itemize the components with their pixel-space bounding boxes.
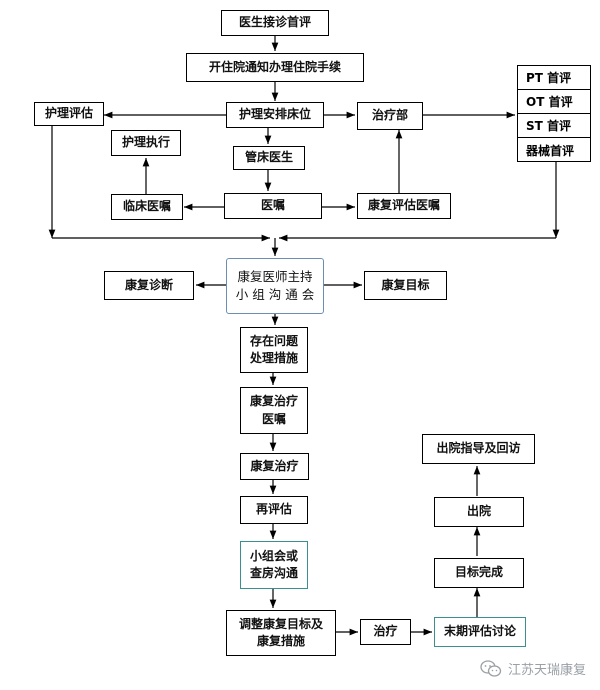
node-reassessment: 再评估 (240, 496, 308, 524)
node-rehab-eval-orders: 康复评估医嘱 (357, 193, 451, 219)
node-doctor-first-eval: 医生接诊首评 (221, 10, 329, 36)
node-admission: 开住院通知办理住院手续 (186, 53, 364, 82)
node-nursing-eval: 护理评估 (34, 102, 104, 126)
first-eval-ot: OT 首评 (518, 90, 590, 114)
node-rehab-diagnosis: 康复诊断 (104, 271, 194, 300)
node-goal-complete: 目标完成 (434, 558, 524, 588)
node-adjust-goals: 调整康复目标及 康复措施 (226, 610, 336, 656)
node-problems-measures: 存在问题 处理措施 (240, 327, 308, 373)
node-treatment: 治疗 (360, 619, 411, 645)
node-treatment-dept: 治疗部 (357, 102, 423, 130)
first-eval-st: ST 首评 (518, 114, 590, 138)
watermark: 江苏天瑞康复 (480, 659, 586, 678)
first-evals-stack: PT 首评 OT 首评 ST 首评 器械首评 (517, 65, 591, 162)
node-orders: 医嘱 (224, 193, 322, 219)
node-nursing-exec: 护理执行 (111, 130, 181, 156)
node-team-rounds: 小组会或 查房沟通 (240, 541, 308, 589)
node-team-meeting: 康复医师主持 小 组 沟 通 会 (226, 258, 324, 314)
node-rehab-treat-orders: 康复治疗 医嘱 (240, 387, 308, 434)
first-eval-equipment: 器械首评 (526, 143, 575, 158)
node-clinical-orders: 临床医嘱 (111, 194, 183, 220)
node-bed-doctor: 管床医生 (233, 146, 305, 170)
node-discharge-guidance: 出院指导及回访 (422, 434, 535, 464)
node-nursing-bed: 护理安排床位 (226, 102, 324, 128)
wechat-icon (480, 659, 502, 678)
node-rehab-goal: 康复目标 (364, 271, 447, 300)
node-rehab-treatment: 康复治疗 (240, 453, 309, 480)
watermark-text: 江苏天瑞康复 (507, 663, 586, 678)
node-discharge: 出院 (434, 497, 524, 527)
node-final-eval: 末期评估讨论 (434, 617, 526, 647)
first-eval-pt: PT 首评 (518, 66, 590, 90)
